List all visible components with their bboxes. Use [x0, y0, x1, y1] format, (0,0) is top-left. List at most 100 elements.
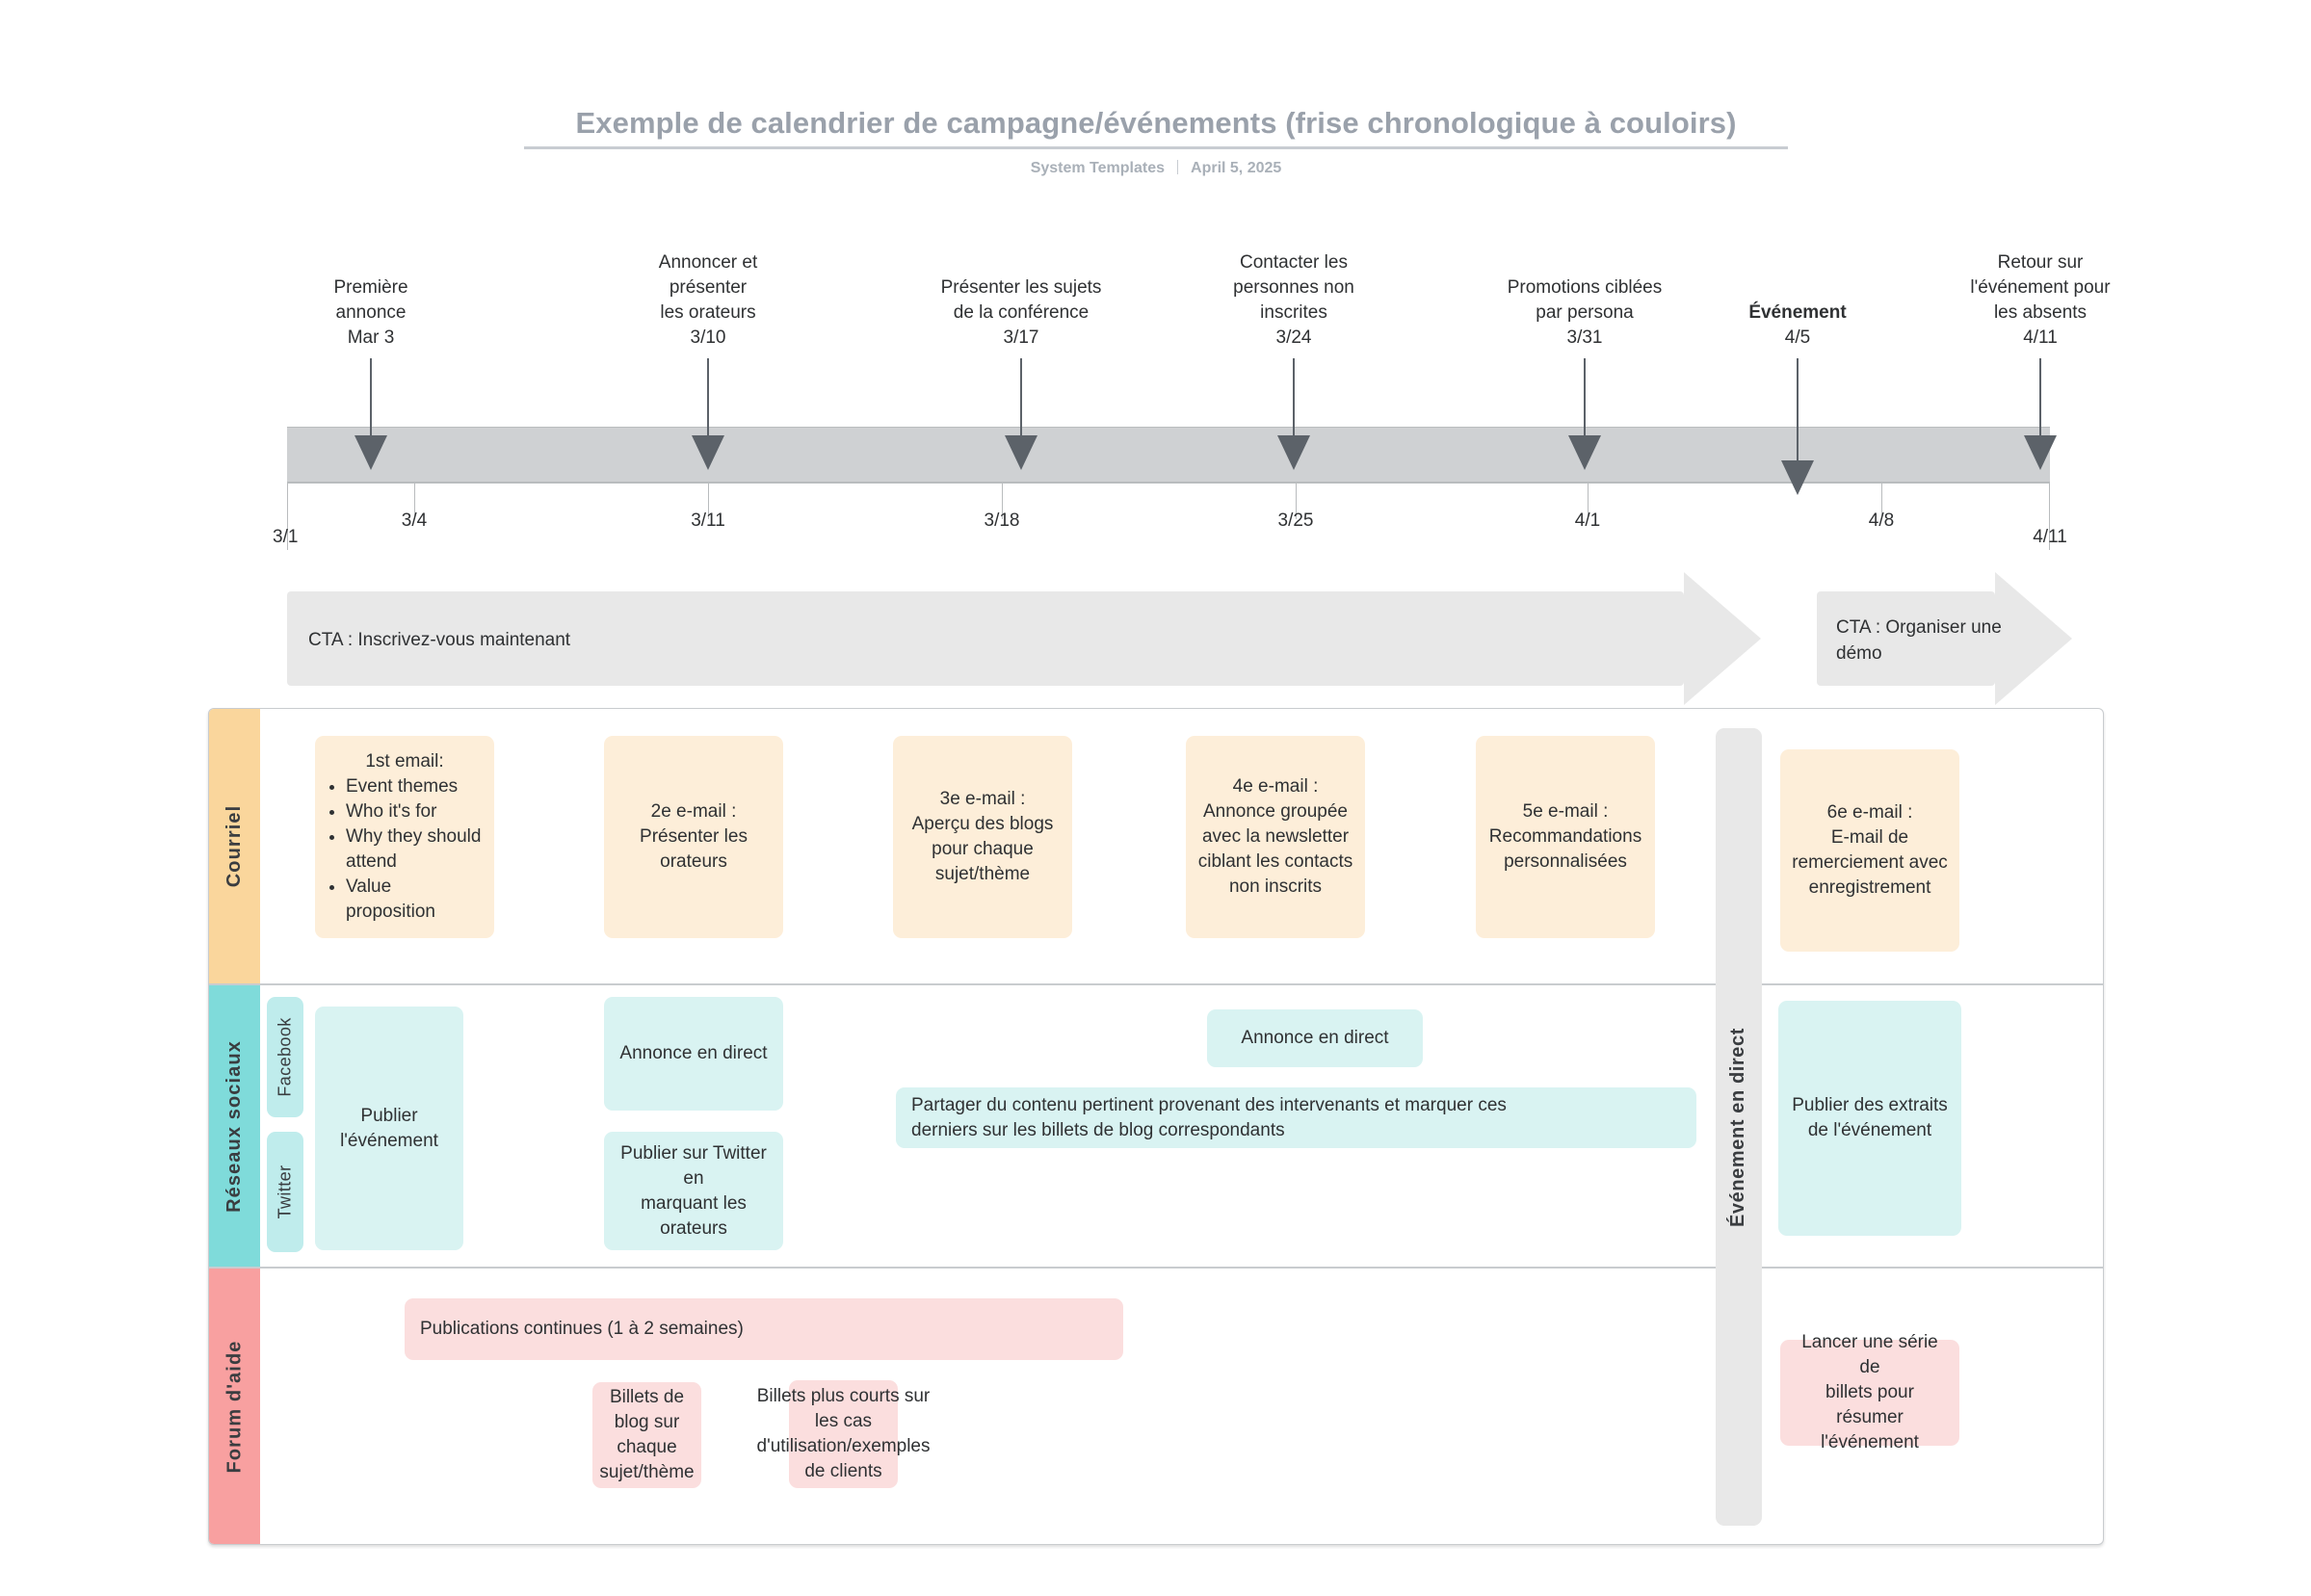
card-email-6[interactable]: 6e e-mail : E-mail de remerciement avec … [1780, 749, 1959, 952]
card-bullet: Event themes [346, 774, 485, 799]
card-social-publier-twitter[interactable]: Publier sur Twitter en marquant les orat… [604, 1132, 783, 1250]
milestone-stem [1293, 358, 1295, 437]
milestone-date: 3/17 [1003, 327, 1039, 348]
timeline-axis [287, 482, 2050, 483]
card-email-1[interactable]: 1st email: Event themes Who it's for Why… [315, 736, 494, 938]
milestone-presenter-sujets[interactable]: Présenter les sujets de la conférence 3/… [886, 275, 1156, 470]
axis-tick-4-11 [2049, 483, 2050, 550]
card-text: 2e e-mail : Présenter les orateurs [640, 801, 748, 872]
card-social-publier-extraits[interactable]: Publier des extraits de l'événement [1778, 1001, 1961, 1236]
card-text: Billets de blog sur chaque sujet/thème [599, 1387, 695, 1482]
milestone-stem [1584, 358, 1586, 437]
cta-arrow-head-icon [1995, 572, 2072, 705]
milestone-arrow-icon [1005, 435, 1037, 470]
lane-courriel: Courriel 1st email: Event themes Who it'… [209, 709, 2103, 983]
card-forum-lancer-serie[interactable]: Lancer une série de billets pour résumer… [1780, 1332, 1959, 1452]
source-label: System Templates [1030, 160, 1166, 176]
axis-tick-3-25 [1296, 483, 1297, 519]
card-text: Partager du contenu pertinent provenant … [911, 1094, 1507, 1140]
axis-tick-label-4-11: 4/11 [2033, 527, 2067, 547]
milestone-label: Présenter les sujets de la conférence [940, 277, 1102, 323]
lane-divider-1 [209, 983, 2103, 985]
lane-label: Forum d'aide [223, 1340, 245, 1473]
card-social-annonce-directe-tw[interactable]: Annonce en direct [1207, 1009, 1423, 1067]
live-event-label: Événement en direct [1727, 1027, 1749, 1227]
axis-tick-3-18 [1002, 483, 1003, 519]
timeline-bar [287, 427, 2050, 484]
axis-tick-4-8 [1881, 483, 1882, 519]
cta-body [287, 591, 1684, 686]
lane-header-reseaux-sociaux: Réseaux sociaux [209, 985, 260, 1267]
lane-label: Réseaux sociaux [223, 1039, 246, 1213]
milestone-arrow-icon [692, 435, 724, 470]
card-forum-billets-blog[interactable]: Billets de blog sur chaque sujet/thème [592, 1382, 701, 1488]
milestone-label: Annoncer et présenter les orateurs [658, 252, 758, 323]
timeline: Première annonce Mar 3 Annoncer et prése… [0, 0, 2311, 578]
card-text: Annonce en direct [1241, 1028, 1389, 1048]
card-forum-billets-courts[interactable]: Billets plus courts sur les cas d'utilis… [757, 1380, 931, 1488]
card-content: 1st email: Event themes Who it's for Why… [325, 749, 485, 925]
cta-organiser-demo[interactable]: CTA : Organiser une démo [1817, 572, 2072, 705]
card-social-publier-evenement[interactable]: Publier l'événement [315, 1007, 463, 1250]
page-subtitle: System Templates April 5, 2025 [524, 160, 1788, 177]
card-email-3[interactable]: 3e e-mail : Aperçu des blogs pour chaque… [893, 736, 1072, 938]
milestone-date: 3/24 [1275, 327, 1312, 348]
milestone-premiere-annonce[interactable]: Première annonce Mar 3 [255, 275, 486, 470]
live-event-column[interactable]: Événement en direct [1716, 728, 1762, 1526]
cta-band: CTA : Inscrivez-vous maintenant CTA : Or… [0, 0, 2311, 705]
axis-tick-label-4-8: 4/8 [1868, 510, 1895, 531]
milestone-arrow-icon [2024, 435, 2057, 470]
date-label: April 5, 2025 [1191, 160, 1282, 176]
milestone-stem [1797, 358, 1799, 462]
milestone-arrow-icon [355, 435, 387, 470]
lane-header-courriel: Courriel [209, 709, 260, 983]
card-social-annonce-directe-fb[interactable]: Annonce en direct [604, 997, 783, 1111]
milestone-date: 3/10 [690, 327, 726, 348]
title-divider [524, 146, 1788, 149]
card-social-partager-contenu[interactable]: Partager du contenu pertinent provenant … [896, 1087, 1696, 1148]
axis-tick-label-3-11: 3/11 [691, 510, 725, 531]
card-text: Billets plus courts sur les cas d'utilis… [756, 1386, 931, 1481]
card-text: 5e e-mail : Recommandations personnalisé… [1488, 801, 1642, 872]
cta-arrow-head-icon [1684, 572, 1761, 705]
sublane-label: Twitter [275, 1164, 295, 1219]
axis-tick-label-4-1: 4/1 [1574, 510, 1601, 531]
milestone-promotions-persona[interactable]: Promotions ciblées par persona 3/31 [1469, 275, 1700, 470]
card-text: 3e e-mail : Aperçu des blogs pour chaque… [911, 789, 1054, 884]
milestone-stem [370, 358, 372, 437]
card-forum-publications-continues[interactable]: Publications continues (1 à 2 semaines) [405, 1298, 1123, 1360]
card-text: 6e e-mail : E-mail de remerciement avec … [1792, 802, 1948, 898]
milestone-stem [707, 358, 709, 437]
axis-tick-3-1 [287, 483, 288, 550]
milestone-label: Contacter les personnes non inscrites [1233, 252, 1354, 323]
card-text: Lancer une série de billets pour résumer… [1801, 1332, 1938, 1452]
cta-label: CTA : Organiser une démo [1836, 617, 2002, 664]
lane-header-forum-aide: Forum d'aide [209, 1269, 260, 1544]
card-text: Publier l'événement [340, 1105, 438, 1151]
card-bullet: Who it's for [346, 799, 485, 824]
cta-label: CTA : Inscrivez-vous maintenant [308, 630, 571, 650]
card-bullet: Value proposition [346, 875, 485, 925]
card-email-5[interactable]: 5e e-mail : Recommandations personnalisé… [1476, 736, 1655, 938]
milestone-stem [1020, 358, 1022, 437]
milestone-retour-absents[interactable]: Retour sur l'événement pour les absents … [1925, 250, 2156, 470]
milestone-evenement[interactable]: Événement 4/5 [1682, 301, 1913, 495]
milestone-arrow-icon [1277, 435, 1310, 470]
card-email-4[interactable]: 4e e-mail : Annonce groupée avec la news… [1186, 736, 1365, 938]
lane-reseaux-sociaux: Réseaux sociaux Facebook Twitter Publier… [209, 985, 2103, 1267]
cta-body [1817, 591, 1995, 686]
milestone-stem [2039, 358, 2041, 437]
cta-inscrivez-vous[interactable]: CTA : Inscrivez-vous maintenant [287, 572, 1761, 705]
sublane-header-twitter: Twitter [267, 1132, 303, 1252]
card-bullet: Why they should attend [346, 824, 485, 875]
milestone-label: Promotions ciblées par persona [1507, 277, 1663, 323]
milestone-label: Première annonce [333, 277, 408, 323]
axis-tick-4-1 [1588, 483, 1589, 519]
axis-tick-3-11 [708, 483, 709, 519]
sublane-header-facebook: Facebook [267, 997, 303, 1117]
sublane-label: Facebook [275, 1017, 295, 1097]
milestone-contacter-non-inscrites[interactable]: Contacter les personnes non inscrites 3/… [1178, 250, 1409, 470]
card-email-2[interactable]: 2e e-mail : Présenter les orateurs [604, 736, 783, 938]
milestone-annoncer-orateurs[interactable]: Annoncer et présenter les orateurs 3/10 [592, 250, 824, 470]
card-title: 1st email: [365, 751, 444, 772]
